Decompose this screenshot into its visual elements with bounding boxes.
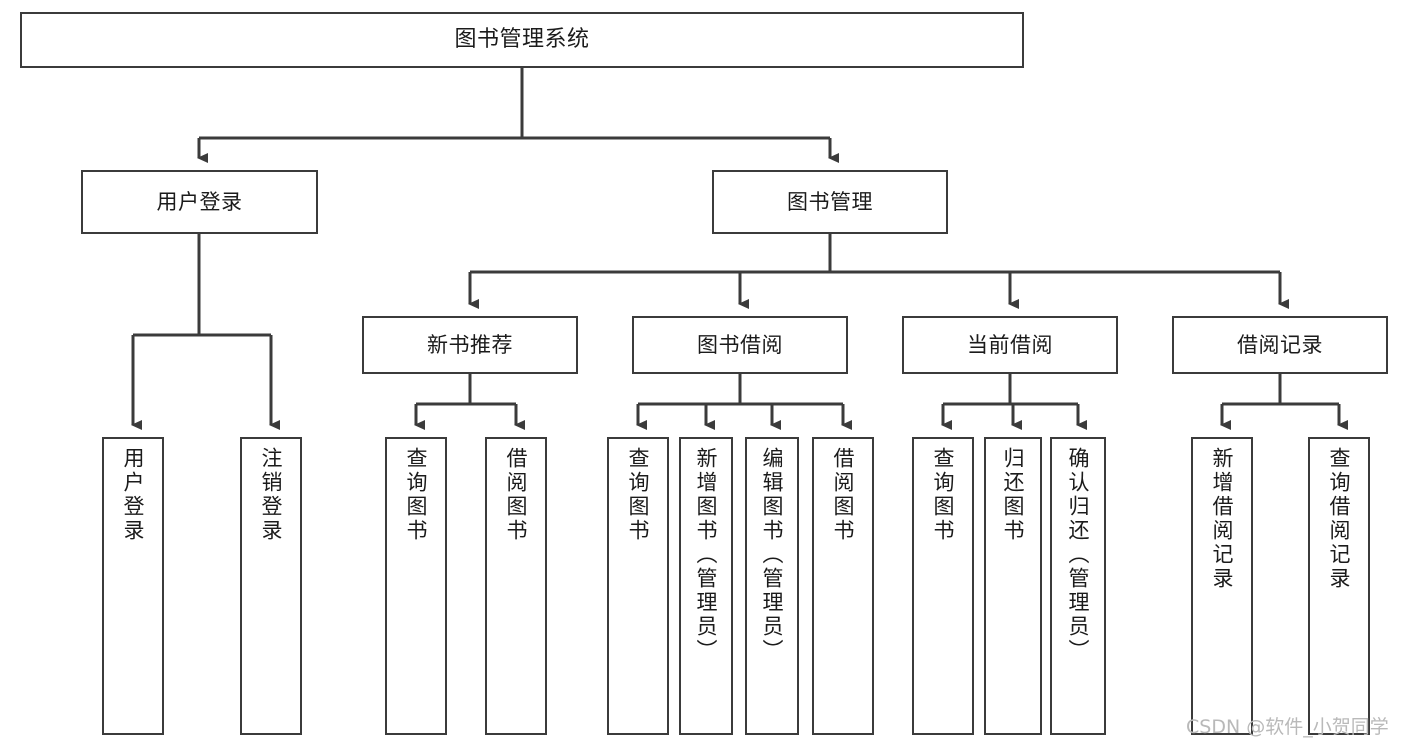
leaf-borrow-book-1-label: 借阅图书 [504,447,529,543]
node-root[interactable]: 图书管理系统 [20,12,1024,68]
node-current-borrow[interactable]: 当前借阅 [902,316,1118,374]
leaf-query-record-label: 查询借阅记录 [1327,447,1352,591]
leaf-user-login-label: 用户登录 [121,447,146,543]
leaf-confirm-return-label: 确认归还（管理员） [1066,447,1091,663]
node-root-label: 图书管理系统 [454,27,590,53]
node-borrow-record-label: 借阅记录 [1237,332,1323,357]
leaf-query-book-2[interactable]: 查询图书 [607,437,669,735]
csdn-watermark: CSDN @软件_小贺同学 [1186,716,1389,738]
node-book-borrow[interactable]: 图书借阅 [632,316,848,374]
leaf-query-book-3-label: 查询图书 [931,447,956,543]
leaf-query-book-1-label: 查询图书 [404,447,429,543]
leaf-return-book[interactable]: 归还图书 [984,437,1042,735]
node-book-borrow-label: 图书借阅 [697,332,783,357]
leaf-add-book-label: 新增图书（管理员） [694,447,719,663]
leaf-confirm-return[interactable]: 确认归还（管理员） [1050,437,1106,735]
leaf-edit-book-label: 编辑图书（管理员） [760,447,785,663]
leaf-query-record[interactable]: 查询借阅记录 [1308,437,1370,735]
leaf-add-record[interactable]: 新增借阅记录 [1191,437,1253,735]
leaf-borrow-book-2-label: 借阅图书 [831,447,856,543]
leaf-borrow-book-1[interactable]: 借阅图书 [485,437,547,735]
leaf-add-book[interactable]: 新增图书（管理员） [679,437,733,735]
leaf-edit-book[interactable]: 编辑图书（管理员） [745,437,799,735]
leaf-query-book-1[interactable]: 查询图书 [385,437,447,735]
node-new-book-recommend[interactable]: 新书推荐 [362,316,578,374]
leaf-query-book-3[interactable]: 查询图书 [912,437,974,735]
node-user-login[interactable]: 用户登录 [81,170,318,234]
node-book-manage[interactable]: 图书管理 [712,170,948,234]
leaf-add-record-label: 新增借阅记录 [1210,447,1235,591]
node-current-borrow-label: 当前借阅 [967,332,1053,357]
node-borrow-record[interactable]: 借阅记录 [1172,316,1388,374]
node-book-manage-label: 图书管理 [787,189,873,214]
leaf-logout-label: 注销登录 [259,447,284,543]
node-new-book-recommend-label: 新书推荐 [427,332,513,357]
node-user-login-label: 用户登录 [156,189,243,214]
leaf-return-book-label: 归还图书 [1001,447,1026,543]
leaf-borrow-book-2[interactable]: 借阅图书 [812,437,874,735]
leaf-query-book-2-label: 查询图书 [626,447,651,543]
leaf-logout[interactable]: 注销登录 [240,437,302,735]
leaf-user-login[interactable]: 用户登录 [102,437,164,735]
